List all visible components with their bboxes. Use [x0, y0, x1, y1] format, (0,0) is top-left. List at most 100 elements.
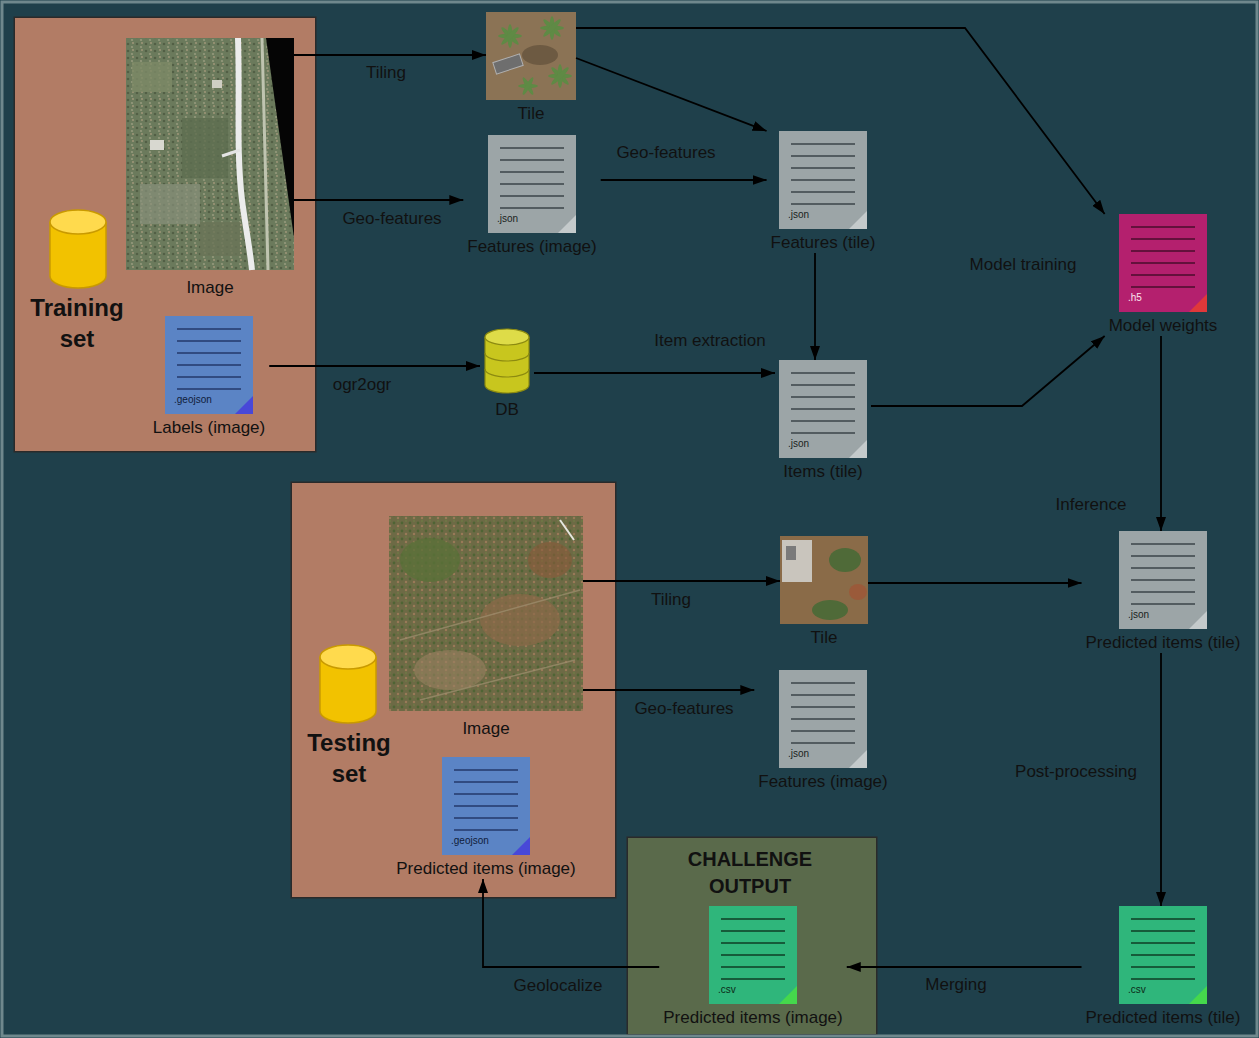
image-area — [486, 12, 576, 100]
file-extension: .json — [779, 131, 867, 221]
document-shape — [442, 757, 530, 855]
document-icon: .json — [488, 135, 576, 233]
arrow — [868, 582, 1082, 584]
edge-label: Geo-features — [616, 143, 715, 163]
caption: Items (tile) — [783, 462, 862, 482]
edge-label-box: Tiling — [651, 590, 691, 610]
caption: Features (image) — [758, 772, 887, 792]
document-shape — [165, 316, 253, 414]
caption: Predicted items (image) — [396, 859, 576, 879]
document-icon: .json — [779, 131, 867, 229]
file-node: .geojsonLabels (image) — [149, 316, 269, 438]
dataset-cylinder — [50, 210, 106, 288]
edge-label: Tiling — [651, 590, 691, 610]
edge-label: Item extraction — [654, 331, 766, 351]
arrow — [1160, 653, 1162, 906]
free-label-box: Model training — [970, 255, 1077, 275]
panel-title: Testing set — [294, 727, 404, 789]
document-shape — [709, 906, 797, 1004]
edge-label-box: Inference — [1056, 495, 1127, 515]
image-area — [780, 536, 868, 624]
training-aerial-image — [126, 38, 294, 270]
testing-tile-image — [780, 536, 868, 624]
arrow — [1160, 336, 1162, 531]
free-label: Model training — [970, 255, 1077, 275]
file-extension: .csv — [1119, 906, 1207, 996]
edge-label: Tiling — [366, 63, 406, 83]
arrow — [814, 253, 816, 360]
arrow — [847, 966, 1082, 968]
training-tile-image — [486, 12, 576, 100]
file-node: .jsonFeatures (tile) — [767, 131, 880, 253]
edge-label-box: ogr2ogr — [333, 375, 392, 395]
document-icon: .h5 — [1119, 214, 1207, 312]
file-node: .h5Model weights — [1105, 214, 1222, 336]
arrow — [583, 580, 780, 582]
file-node: .jsonPredicted items (tile) — [1082, 531, 1245, 653]
document-icon: .csv — [1119, 906, 1207, 1004]
file-node: .jsonFeatures (image) — [463, 135, 600, 257]
testing-aerial-image — [389, 516, 583, 711]
edge-label-box: Geolocalize — [514, 976, 603, 996]
edge-label: Post-processing — [1015, 762, 1137, 782]
file-node: .csvPredicted items (image) — [659, 906, 847, 1028]
file-extension: .csv — [709, 906, 797, 996]
caption: Model weights — [1109, 316, 1218, 336]
document-icon: .json — [779, 670, 867, 768]
file-node: .jsonItems (tile) — [775, 360, 871, 482]
caption: Image — [389, 719, 583, 739]
caption: Predicted items (tile) — [1086, 633, 1241, 653]
arrow — [294, 199, 463, 201]
dataset-cylinder — [320, 645, 376, 723]
edge-label: Geo-features — [634, 699, 733, 719]
file-extension: .geojson — [165, 316, 253, 406]
edge-label: ogr2ogr — [333, 375, 392, 395]
edge-label-box: Merging — [925, 975, 986, 995]
edge-label: Merging — [925, 975, 986, 995]
document-icon: .geojson — [442, 757, 530, 855]
caption: Labels (image) — [153, 418, 265, 438]
caption: Tile — [780, 628, 868, 648]
arrow — [583, 689, 754, 691]
file-extension: .json — [488, 135, 576, 225]
arrow — [534, 372, 775, 374]
document-icon: .json — [779, 360, 867, 458]
database-cylinder — [484, 328, 530, 394]
caption: Features (image) — [467, 237, 596, 257]
caption: Predicted items (image) — [663, 1008, 843, 1028]
caption: DB — [495, 400, 519, 420]
caption: Tile — [486, 104, 576, 124]
caption: Predicted items (tile) — [1086, 1008, 1241, 1028]
caption: Features (tile) — [771, 233, 876, 253]
arrow — [294, 54, 486, 56]
caption: Image — [126, 278, 294, 298]
arrow — [576, 58, 767, 131]
edge-label-box: Item extraction — [654, 331, 766, 351]
file-extension: .json — [779, 360, 867, 450]
document-icon: .geojson — [165, 316, 253, 414]
document-icon: .csv — [709, 906, 797, 1004]
file-extension: .json — [1119, 531, 1207, 621]
arrow — [601, 179, 767, 181]
file-extension: .geojson — [442, 757, 530, 847]
file-extension: .h5 — [1119, 214, 1207, 304]
file-node: .jsonFeatures (image) — [754, 670, 891, 792]
arrow — [269, 365, 480, 367]
edge-label: Geolocalize — [514, 976, 603, 996]
arrow — [871, 336, 1105, 406]
panel-title: Training set — [17, 292, 137, 354]
file-node: .csvPredicted items (tile) — [1082, 906, 1245, 1028]
group-panel: CHALLENGE OUTPUT .csvPredicted items (ima… — [628, 838, 876, 1034]
edge-label-box: Geo-features — [634, 699, 733, 719]
file-extension: .json — [779, 670, 867, 760]
document-icon: .json — [1119, 531, 1207, 629]
edge-label: Geo-features — [342, 209, 441, 229]
file-node: .geojsonPredicted items (image) — [392, 757, 580, 879]
edge-label-box: Geo-features — [616, 143, 715, 163]
edge-label-box: Tiling — [366, 63, 406, 83]
database-node: DB — [480, 328, 534, 420]
image-node: Tile — [780, 536, 868, 648]
panel-title: CHALLENGE OUTPUT — [670, 846, 830, 900]
edge-label: Inference — [1056, 495, 1127, 515]
